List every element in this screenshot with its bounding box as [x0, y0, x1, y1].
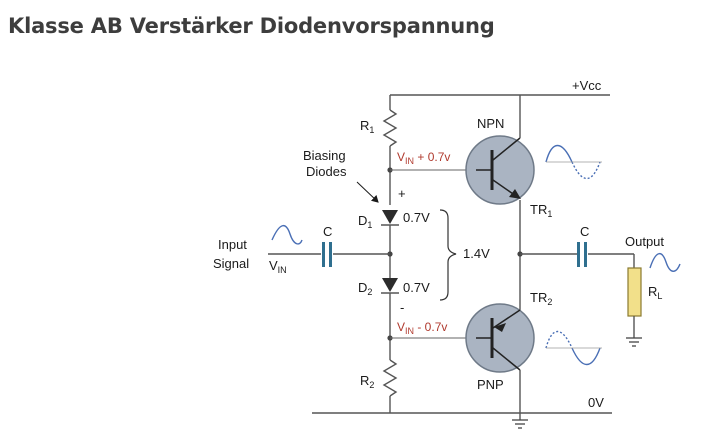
- r2-label: R2: [360, 373, 374, 390]
- rl-label: RL: [648, 284, 662, 301]
- resistor-r1: [382, 109, 398, 147]
- pnp-label: PNP: [477, 377, 504, 392]
- d2-label: D2: [358, 280, 372, 297]
- resistor-r2: [382, 359, 398, 397]
- input-capacitor-label: C: [323, 224, 332, 239]
- tr2-label: TR2: [530, 290, 552, 307]
- vin-plus-label: VIN + 0.7v: [397, 150, 450, 166]
- input-label-line1: Input: [218, 237, 247, 252]
- r1-label: R1: [360, 118, 374, 135]
- d2-voltage: 0.7V: [403, 280, 430, 295]
- diode-d1: [382, 210, 398, 224]
- bias-brace: [439, 209, 457, 301]
- vcc-label: +Vcc: [572, 78, 602, 93]
- npn-waveform: [545, 144, 602, 180]
- tr1-label: TR1: [530, 202, 552, 219]
- ground-symbol: [512, 419, 528, 429]
- diode-d2: [382, 278, 398, 292]
- biasing-label-line2: Diodes: [306, 164, 347, 179]
- input-capacitor: [322, 242, 325, 267]
- output-wave: [649, 253, 681, 272]
- pnp-waveform: [545, 330, 602, 366]
- biasing-arrow: [356, 181, 379, 203]
- npn-label: NPN: [477, 116, 504, 131]
- npn-transistor: [465, 135, 535, 205]
- page-title: Klasse AB Verstärker Diodenvorspannung: [8, 14, 495, 38]
- biasing-label-line1: Biasing: [303, 148, 346, 163]
- d1-voltage: 0.7V: [403, 210, 430, 225]
- vin-minus-label: VIN - 0.7v: [397, 320, 447, 336]
- load-resistor: [627, 267, 642, 317]
- output-capacitor-label: C: [580, 224, 589, 239]
- input-wave: [271, 225, 303, 245]
- input-label-line2: Signal: [213, 256, 249, 271]
- pnp-transistor: [465, 303, 535, 373]
- vin-label: VIN: [269, 258, 287, 275]
- zero-volt-label: 0V: [588, 395, 604, 410]
- output-capacitor: [577, 242, 580, 267]
- plus-sign: +: [398, 186, 406, 201]
- total-bias-label: 1.4V: [463, 246, 490, 261]
- output-label: Output: [625, 234, 664, 249]
- load-ground-symbol: [626, 337, 642, 347]
- minus-sign: -: [400, 300, 404, 315]
- d1-label: D1: [358, 213, 372, 230]
